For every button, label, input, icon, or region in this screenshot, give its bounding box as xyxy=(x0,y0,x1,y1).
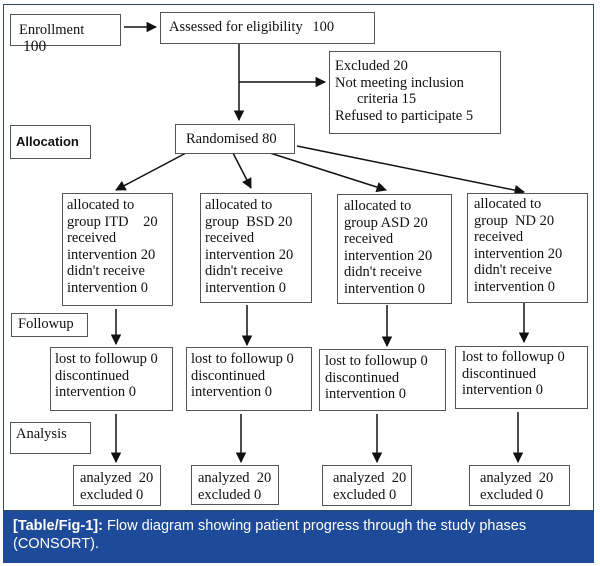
box-line: allocated to xyxy=(474,196,542,212)
box-line: analyzed 20 xyxy=(333,470,407,486)
box-line: discontinued xyxy=(325,369,400,386)
assessed-box: Assessed for eligibility 100 xyxy=(160,12,375,44)
box-line: discontinued xyxy=(55,367,130,384)
enrollment-box: Enrollment 100 xyxy=(10,14,121,54)
box-line: group BSD 20 xyxy=(205,213,293,230)
allocation-box-bsd: allocated to group BSD 20 received inter… xyxy=(200,193,312,303)
randomised-box: Randomised 80 xyxy=(175,124,295,154)
box-line: excluded 0 xyxy=(198,486,262,503)
excluded-line: Refused to participate 5 xyxy=(335,107,474,124)
allocation-box-asd: allocated to group ASD 20 received inter… xyxy=(337,194,452,304)
box-line: received xyxy=(474,229,524,245)
box-line: group ND 20 xyxy=(474,212,555,229)
followup-box-itd: lost to followup 0 discontinued interven… xyxy=(50,347,173,411)
caption-ref: [Table/Fig-1]: xyxy=(13,518,103,534)
excluded-line: criteria 15 xyxy=(357,91,417,107)
box-line: received xyxy=(344,231,394,247)
box-line: excluded 0 xyxy=(333,486,397,503)
assessed-count: 100 xyxy=(312,19,335,35)
box-line: lost to followup 0 xyxy=(462,349,565,365)
analysis-box-nd: analyzed 20 excluded 0 xyxy=(469,465,570,506)
enrollment-count: 100 xyxy=(23,37,47,55)
box-line: intervention 0 xyxy=(325,386,406,402)
stage-label-analysis: Analysis xyxy=(10,422,91,454)
box-line: received xyxy=(205,230,255,246)
excluded-box: Excluded 20 Not meeting inclusion criter… xyxy=(329,51,501,134)
box-line: intervention 20 xyxy=(474,245,563,262)
randomised-label: Randomised 80 xyxy=(186,131,277,147)
box-line: group ITD 20 xyxy=(67,213,158,230)
excluded-line: Excluded 20 xyxy=(335,58,408,74)
box-line: lost to followup 0 xyxy=(191,351,294,367)
box-line: allocated to xyxy=(344,198,412,214)
box-line: excluded 0 xyxy=(80,486,144,503)
box-line: intervention 0 xyxy=(462,382,543,398)
box-line: didn't receive xyxy=(474,262,552,278)
figure-caption: [Table/Fig-1]: Flow diagram showing pati… xyxy=(3,511,594,563)
box-line: didn't receive xyxy=(344,264,422,280)
box-line: intervention 0 xyxy=(344,280,425,297)
allocation-box-nd: allocated to group ND 20 received interv… xyxy=(467,193,588,303)
enrollment-label: Enrollment xyxy=(19,22,85,38)
box-line: intervention 20 xyxy=(205,246,294,263)
box-line: intervention 0 xyxy=(191,384,272,400)
analysis-box-bsd: analyzed 20 excluded 0 xyxy=(191,465,279,505)
excluded-line: Not meeting inclusion xyxy=(335,74,464,91)
box-line: intervention 0 xyxy=(55,384,136,400)
box-line: discontinued xyxy=(462,365,537,382)
analysis-box-asd: analyzed 20 excluded 0 xyxy=(322,465,412,506)
box-line: analyzed 20 xyxy=(198,470,272,486)
box-line: intervention 20 xyxy=(67,246,156,263)
box-line: intervention 0 xyxy=(205,279,286,296)
followup-box-bsd: lost to followup 0 discontinued interven… xyxy=(186,347,312,411)
box-line: lost to followup 0 xyxy=(325,353,428,369)
followup-box-nd: lost to followup 0 discontinued interven… xyxy=(455,346,588,409)
assessed-label: Assessed for eligibility xyxy=(169,19,303,35)
followup-box-asd: lost to followup 0 discontinued interven… xyxy=(319,349,446,411)
box-line: didn't receive xyxy=(67,263,145,279)
stage-label-followup: Followup xyxy=(11,313,88,337)
box-line: analyzed 20 xyxy=(480,470,554,486)
caption-text: Flow diagram showing patient progress th… xyxy=(13,518,527,552)
box-line: discontinued xyxy=(191,367,266,384)
box-line: received xyxy=(67,230,117,246)
stage-label-allocation: Allocation xyxy=(10,125,91,159)
allocation-box-itd: allocated to group ITD 20 received inter… xyxy=(62,193,173,306)
box-line: intervention 20 xyxy=(344,247,433,264)
box-line: intervention 0 xyxy=(474,278,555,295)
box-line: analyzed 20 xyxy=(80,470,154,486)
box-line: allocated to xyxy=(67,197,135,213)
box-line: lost to followup 0 xyxy=(55,351,158,367)
box-line: group ASD 20 xyxy=(344,214,428,231)
box-line: didn't receive xyxy=(205,263,283,279)
analysis-box-itd: analyzed 20 excluded 0 xyxy=(73,465,161,506)
box-line: excluded 0 xyxy=(480,486,544,503)
box-line: intervention 0 xyxy=(67,279,148,296)
box-line: allocated to xyxy=(205,197,273,213)
